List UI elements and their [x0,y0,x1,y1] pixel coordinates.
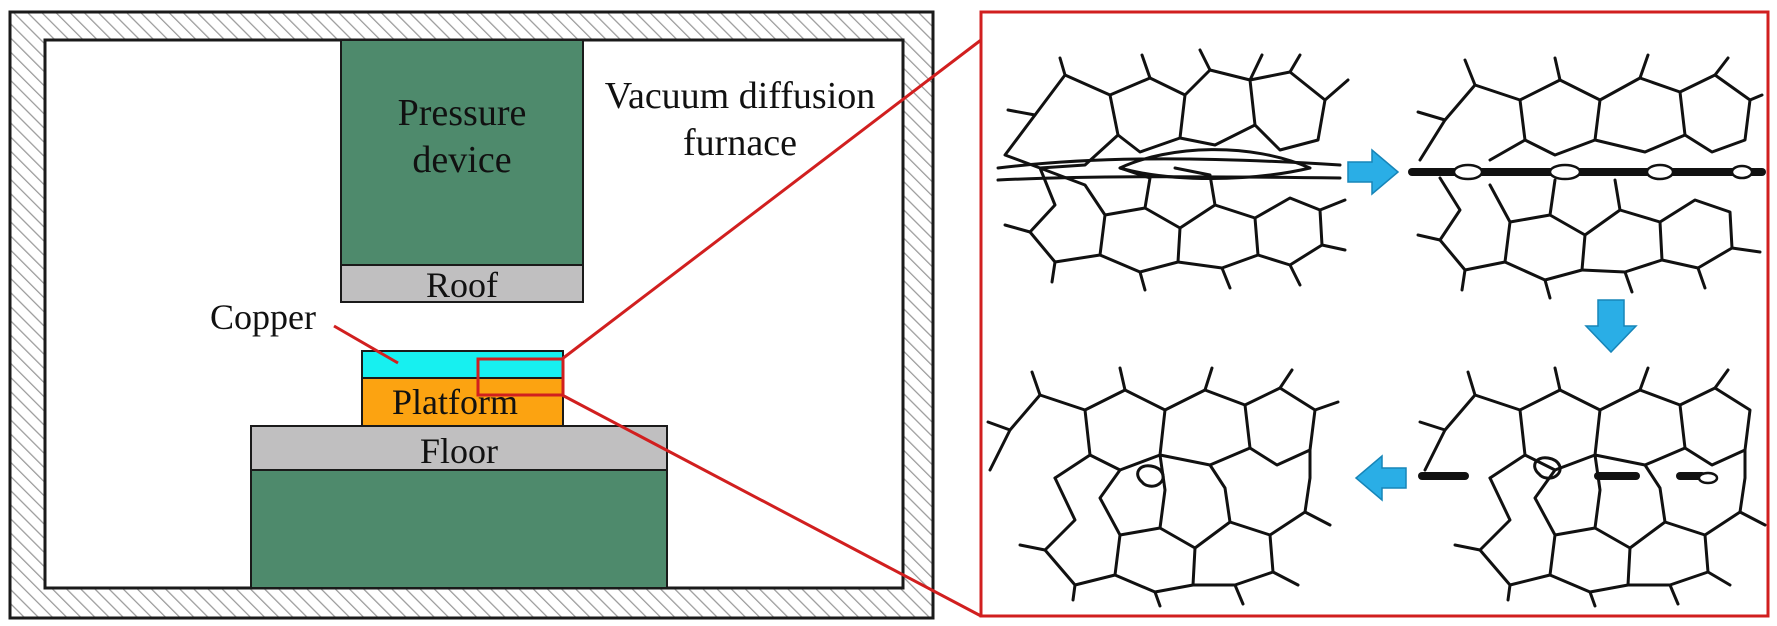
stage-1-grains [996,48,1350,292]
arrow-left-stage-3-to-4 [1354,454,1407,502]
copper-leader-line [333,324,399,365]
stage-2-grains [1408,53,1766,300]
zoom-line-top [561,38,982,361]
roof [340,264,584,303]
arrow-down-stage-2-to-3 [1584,299,1638,354]
furnace-label: Vacuum diffusion [605,75,876,117]
pressure-device-label: Pressure [398,92,527,134]
stage-3-grains [1418,366,1767,608]
interface-zoom-box [476,357,565,397]
copper-sample [361,350,564,379]
microstructure-panel [979,10,1770,618]
pressure-device [340,39,584,266]
floor-label: Floor [420,431,498,471]
platform [361,377,564,427]
copper-label: Copper [210,297,316,337]
zoom-line-bottom [561,393,982,618]
arrow-right-stage-1-to-2 [1347,148,1400,196]
lower-press-body [250,469,668,589]
platform-label: Platform [392,382,518,422]
zoom-panel-frame [979,10,1770,618]
furnace-label-line2: furnace [683,122,797,164]
furnace-assembly: Vacuum diffusion furnace Pressure device… [8,10,935,620]
stage-4-grains [986,366,1340,608]
pressure-device-label-line2: device [412,139,511,181]
roof-label: Roof [426,265,498,305]
